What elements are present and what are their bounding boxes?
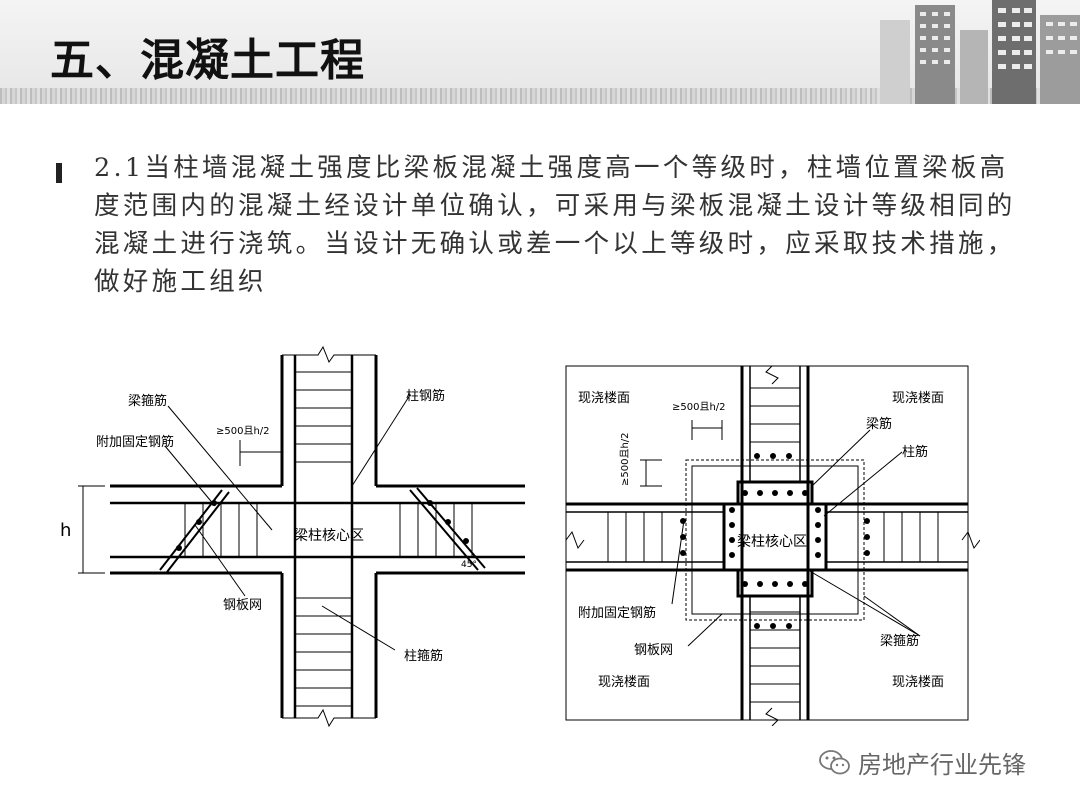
label-core-plan: 梁柱核心区: [737, 534, 807, 550]
label-extra-bar-plan: 附加固定钢筋: [578, 605, 656, 621]
label-column-stirrup: 柱箍筋: [404, 648, 443, 664]
watermark-text: 房地产行业先锋: [858, 751, 1026, 779]
label-dim-horizontal: ≥500且h/2: [672, 401, 726, 413]
label-extra-bar: 附加固定钢筋: [96, 434, 174, 450]
header-texture: [0, 88, 1080, 104]
left-joint-diagram: 梁箍筋 附加固定钢筋 ≥500且h/2 柱钢筋 h 梁柱核心区 45° 钢板网 …: [60, 345, 525, 728]
bullet-marker: [56, 163, 62, 183]
buildings-graphic: [880, 0, 1080, 104]
label-column-bar-plan: 柱筋: [902, 444, 928, 460]
label-mesh-plan: 钢板网: [634, 643, 673, 658]
right-joint-diagram: 现浇楼面 现浇楼面 ≥500且h/2 ≥500且h/2 梁筋 柱筋 梁柱核心区 …: [565, 365, 980, 726]
label-angle: 45°: [461, 560, 477, 570]
label-beam-stirrup-plan: 梁箍筋: [880, 633, 919, 649]
label-floor-top-right: 现浇楼面: [892, 391, 944, 406]
label-floor-bottom-right: 现浇楼面: [892, 675, 944, 690]
label-floor-top-left: 现浇楼面: [578, 391, 630, 406]
slide-header: 五、混凝土工程: [0, 0, 1080, 104]
label-floor-bottom-left: 现浇楼面: [598, 675, 650, 690]
label-dim: ≥500且h/2: [216, 425, 270, 437]
wechat-icon: [819, 749, 850, 774]
label-beam-stirrup: 梁箍筋: [128, 393, 167, 409]
label-core: 梁柱核心区: [294, 528, 364, 544]
watermark: 房地产行业先锋: [818, 745, 1026, 780]
label-column-bar: 柱钢筋: [406, 388, 445, 404]
slide-title: 五、混凝土工程: [50, 35, 365, 86]
label-beam-bar: 梁筋: [866, 416, 892, 432]
label-mesh: 钢板网: [223, 598, 262, 613]
label-h: h: [60, 520, 71, 541]
body-paragraph: 2.1当柱墙混凝土强度比梁板混凝土强度高一个等级时，柱墙位置梁板高度范围内的混凝…: [94, 153, 1016, 297]
label-dim-vertical: ≥500且h/2: [619, 432, 631, 486]
